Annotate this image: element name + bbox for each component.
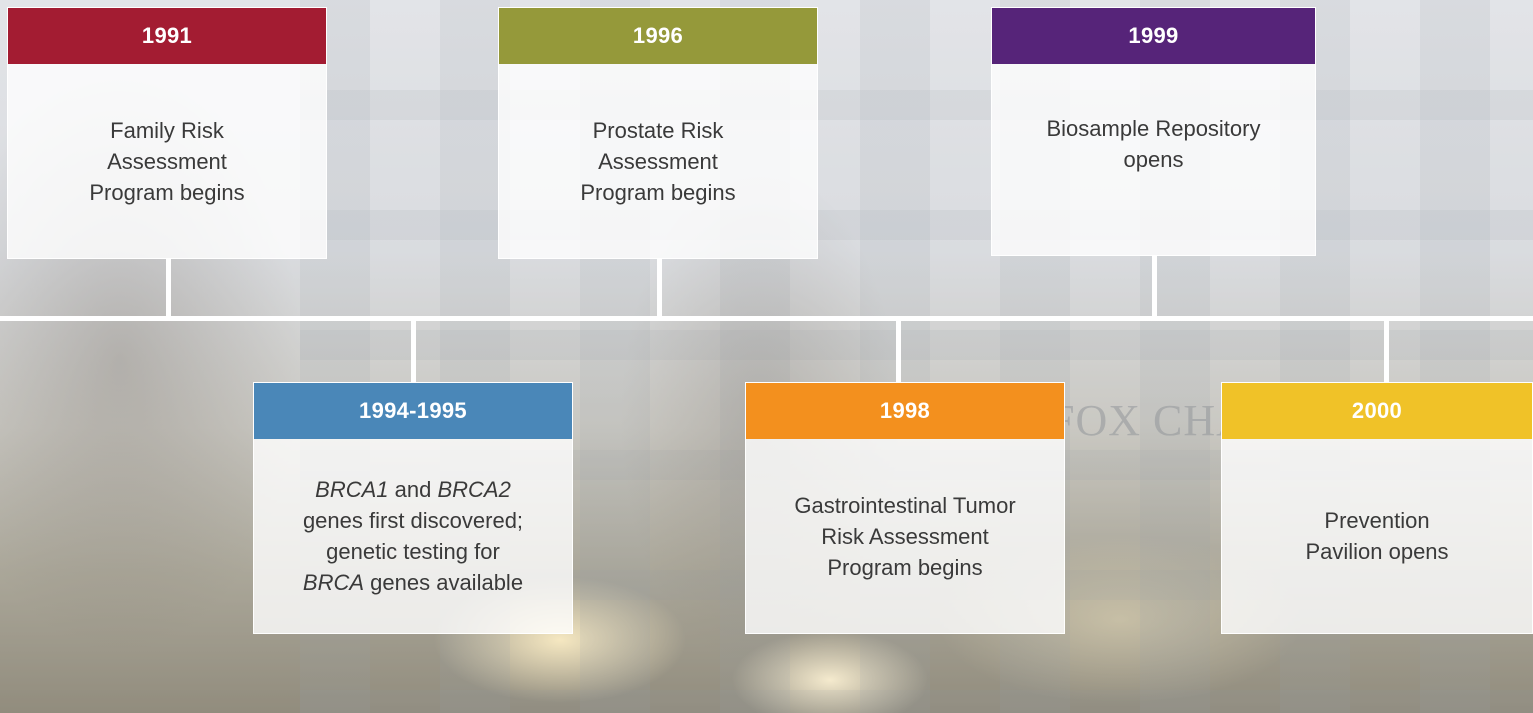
event-1991-line-2: Assessment [107, 148, 227, 174]
event-1994-line-1-mid: and [388, 477, 438, 502]
event-year-1999: 1999 [992, 8, 1315, 64]
event-1999-line-2: opens [1123, 147, 1184, 172]
connector-1994 [411, 318, 416, 383]
event-card-1996: 1996 Prostate Risk Assessment Program be… [498, 7, 818, 259]
event-2000-line-2: Pavilion opens [1305, 539, 1449, 564]
event-1998-line-1: Gastrointestinal Tumor [794, 492, 1016, 518]
event-card-1994-1995: 1994-1995 BRCA1 and BRCA2 genes first di… [253, 382, 573, 634]
connector-1996 [657, 258, 662, 318]
event-1996-line-1: Prostate Risk [592, 117, 724, 143]
event-2000-line-1: Prevention [1324, 508, 1430, 533]
event-card-1991: 1991 Family Risk Assessment Program begi… [7, 7, 327, 259]
event-1999-line-1: Biosample Repository [1046, 116, 1261, 141]
event-description-2000: Prevention Pavilion opens [1222, 439, 1532, 633]
event-year-2000: 2000 [1222, 383, 1532, 439]
connector-1991 [166, 258, 171, 318]
event-1994-line-3: genetic testing for [326, 539, 500, 564]
event-description-1998: Gastrointestinal Tumor Risk Assessment P… [746, 439, 1064, 633]
event-description-1999: Biosample Repository opens [992, 64, 1315, 224]
event-1998-line-2: Risk Assessment [821, 523, 989, 549]
event-year-1998: 1998 [746, 383, 1064, 439]
event-card-1998: 1998 Gastrointestinal Tumor Risk Assessm… [745, 382, 1065, 634]
event-1994-line-1: BRCA1 and BRCA2 [303, 474, 523, 505]
event-1996-line-3: Program begins [580, 179, 736, 205]
event-1994-line-4-rest: genes available [364, 570, 524, 595]
gene-brca: BRCA [302, 570, 365, 595]
connector-1998 [896, 318, 901, 383]
connector-1999 [1152, 255, 1157, 318]
event-year-1991: 1991 [8, 8, 326, 64]
event-description-1996: Prostate Risk Assessment Program begins [499, 64, 817, 258]
event-year-1996: 1996 [499, 8, 817, 64]
event-1996-line-2: Assessment [598, 148, 718, 174]
event-1998-line-3: Program begins [827, 554, 983, 580]
event-1994-line-2: genes first discovered; [302, 508, 524, 533]
event-1994-line-4: BRCA genes available [303, 567, 523, 598]
event-description-1991: Family Risk Assessment Program begins [8, 64, 326, 258]
connector-2000 [1384, 318, 1389, 383]
event-1991-line-1: Family Risk [110, 117, 224, 143]
event-1991-line-3: Program begins [89, 179, 245, 205]
gene-brca1: BRCA1 [315, 477, 389, 502]
event-description-1994-1995: BRCA1 and BRCA2 genes first discovered; … [254, 439, 572, 633]
event-card-1999: 1999 Biosample Repository opens [991, 7, 1316, 256]
event-card-2000: 2000 Prevention Pavilion opens [1221, 382, 1533, 634]
event-year-1994-1995: 1994-1995 [254, 383, 572, 439]
gene-brca2: BRCA2 [437, 477, 511, 502]
timeline-axis [0, 316, 1533, 321]
